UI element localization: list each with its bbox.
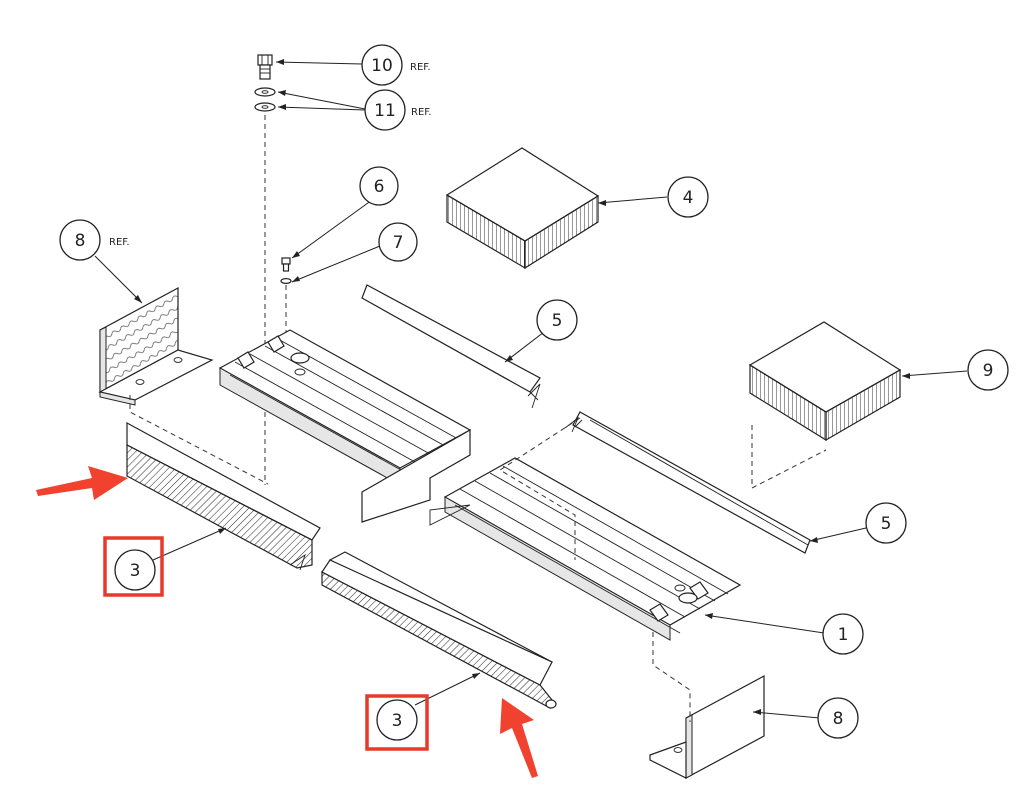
red-arrow-left-icon <box>36 466 128 500</box>
svg-text:11: 11 <box>374 101 396 121</box>
screw-part-10 <box>257 54 273 80</box>
svg-text:REF.: REF. <box>410 62 431 73</box>
svg-text:1: 1 <box>838 625 849 645</box>
callout-5-lower: 5 <box>865 502 907 544</box>
callout-10: 10 REF. <box>361 44 431 86</box>
callout-9: 9 <box>967 349 1009 391</box>
svg-text:10: 10 <box>371 56 393 76</box>
callout-7: 7 <box>378 222 418 262</box>
callout-6: 6 <box>359 166 399 206</box>
callout-3-left: 3 <box>114 549 156 591</box>
bracket-part-8 <box>649 674 765 780</box>
svg-text:8: 8 <box>833 709 844 729</box>
extrusion-part-1 <box>218 329 742 641</box>
heatsink-9-guide <box>751 425 827 489</box>
screw-part-6 <box>281 257 291 272</box>
bracket-part-8-ref <box>98 286 214 406</box>
washer-part-7 <box>280 278 292 285</box>
insulator-guide <box>499 417 581 560</box>
callout-8: 8 <box>817 697 859 739</box>
highlight-box-callout-3-left <box>103 536 164 597</box>
svg-text:5: 5 <box>881 514 892 534</box>
insulator-part-5-upper <box>361 284 541 409</box>
heatsink-part-4 <box>445 147 600 270</box>
thermal-strip-part-3-right <box>321 551 557 709</box>
svg-text:8: 8 <box>75 231 86 251</box>
svg-text:REF.: REF. <box>411 107 432 118</box>
washers-part-11 <box>254 87 276 112</box>
red-arrow-bottom-icon <box>500 698 538 778</box>
bracket-8-lower-guide <box>652 632 691 722</box>
heatsink-part-9 <box>748 321 902 442</box>
svg-text:6: 6 <box>374 177 385 197</box>
svg-text:4: 4 <box>683 188 694 208</box>
callout-8-ref: 8 REF. <box>59 219 130 261</box>
highlight-box-callout-3-right <box>365 694 429 751</box>
callout-5-upper: 5 <box>536 299 578 341</box>
callout-3-right: 3 <box>376 699 418 741</box>
svg-text:5: 5 <box>552 311 563 331</box>
callout-1: 1 <box>822 613 864 655</box>
svg-text:3: 3 <box>392 711 403 731</box>
thermal-strip-part-3-left <box>126 421 321 571</box>
svg-text:9: 9 <box>983 361 994 381</box>
insulator-part-5-lower <box>564 411 811 554</box>
svg-text:REF.: REF. <box>109 237 130 248</box>
callout-11: 11 REF. <box>364 89 432 131</box>
svg-text:7: 7 <box>393 233 404 253</box>
svg-text:3: 3 <box>130 561 141 581</box>
callout-4: 4 <box>667 176 709 218</box>
bracket-8-guide <box>129 395 269 485</box>
